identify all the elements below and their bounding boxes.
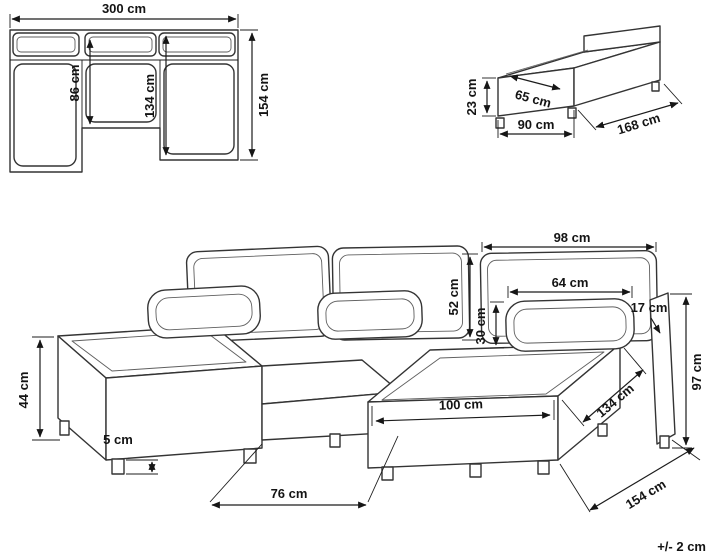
pillow [505,298,635,352]
perspective-view-group: 98 cm 52 cm 64 cm 30 cm 17 cm 97 cm 44 c… [16,230,704,513]
dim-arrow-chaise-width [375,411,551,425]
plan-back-cushion [84,32,157,57]
plan-back-cushion [12,32,80,57]
module-side-face [573,41,661,107]
ext-line [561,399,585,427]
pillow-piping [325,298,415,332]
dim-label-pillow-width: 64 cm [552,275,589,290]
leg [537,460,550,475]
dim-label-leg-height: 5 cm [103,432,133,447]
dim-label-backrest-height: 52 cm [446,279,461,316]
leg [659,435,670,449]
module-cushion-seam [505,49,589,75]
leg [243,448,257,464]
plan-back-cushion-piping [16,36,76,53]
dim-label-chaise-width: 100 cm [439,396,484,413]
module-view-group: 23 cm 65 cm 90 cm 168 cm [464,25,683,138]
plan-back-cushion [158,32,236,57]
armrest-panel [649,292,676,445]
ext-line [663,83,683,105]
pillow-piping [155,293,253,331]
leg [381,466,394,481]
tolerance-note: +/- 2 cm [657,539,706,554]
left-chaise-front-face [105,365,263,461]
leg [651,81,660,92]
leg [469,463,482,478]
leg [59,420,70,436]
dim-label-total-height: 97 cm [689,354,704,391]
dim-label-total-depth: 154 cm [256,73,271,117]
top-view-group: 300 cm 86 cm 134 cm 154 cm [9,1,271,173]
pillow-middle [317,290,423,340]
dim-label-module-height: 23 cm [464,79,479,116]
pillow-right [505,298,635,352]
right-chaise-cushion-seam [381,351,605,401]
dim-label-seat-height: 44 cm [16,372,31,409]
module-lip-face [583,25,661,53]
pillow-left [147,285,261,339]
dim-label-middle-seat-width: 76 cm [271,486,308,501]
pillow-piping [513,306,627,344]
dim-label-armrest-width: 17 cm [631,300,668,315]
leg [111,458,125,475]
leg [495,117,505,129]
ext-line [209,443,263,503]
dim-label-seat-depth: 86 cm [67,65,82,102]
leg [597,423,608,437]
leg [567,107,577,119]
pillow [317,290,423,340]
dim-label-pillow-height: 30 cm [473,308,488,345]
leg [329,433,341,448]
plan-chaise-cushion-right [163,63,235,155]
plan-chaise-cushion-left [13,63,77,167]
dim-pointer-armrest [650,317,661,334]
dim-label-module-width: 90 cm [518,117,555,132]
pillow [147,285,261,339]
dim-arrow-module-length [595,101,679,129]
ext-line [577,109,597,131]
ext-line [367,435,399,503]
dim-arrow-perspective-depth [589,447,695,511]
dim-arrow-module-top-depth [509,74,561,91]
dim-label-total-width: 300 cm [102,1,146,16]
ext-line [559,463,591,513]
plan-seat-cushion-middle [85,63,157,123]
dim-label-perspective-depth: 154 cm [623,476,669,512]
dim-label-inner-depth: 134 cm [142,74,157,118]
dim-label-backrest-width: 98 cm [554,230,591,245]
dim-arrow-chaise-length [582,369,644,423]
